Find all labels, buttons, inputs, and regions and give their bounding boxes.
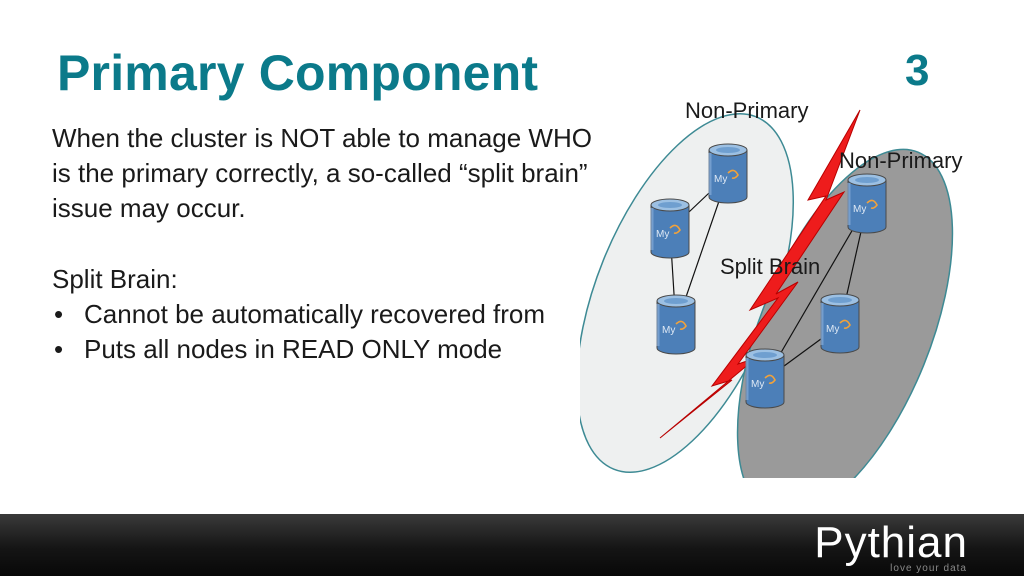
db-node-icon	[655, 293, 697, 356]
slide-title: Primary Component	[57, 45, 539, 101]
db-node-icon	[707, 142, 749, 205]
brand-logo: Pythian	[814, 518, 968, 567]
brand-tagline: love your data	[890, 563, 967, 574]
intro-paragraph: When the cluster is NOT able to manage W…	[52, 123, 592, 223]
db-node-icon	[744, 347, 786, 410]
right-group-label: Non-Primary	[839, 148, 962, 173]
left-group-label: Non-Primary	[685, 98, 808, 123]
split-brain-diagram: My Non-Primary Non-Primary Split Brain	[580, 88, 1024, 478]
db-node-icon	[649, 197, 691, 260]
db-node-icon	[846, 172, 888, 235]
slide-number: 3	[905, 46, 930, 95]
slide-body: When the cluster is NOT able to manage W…	[52, 121, 612, 367]
split-brain-label: Split Brain	[720, 254, 820, 279]
split-brain-heading: Split Brain:	[52, 264, 178, 294]
split-bolt	[659, 109, 861, 439]
bullet-list: Cannot be automatically recovered from P…	[52, 297, 612, 367]
bullet-item: Puts all nodes in READ ONLY mode	[52, 332, 612, 367]
footer-bar: Pythian love your data	[0, 514, 1024, 576]
bullet-item: Cannot be automatically recovered from	[52, 297, 612, 332]
db-node-icon	[819, 292, 861, 355]
